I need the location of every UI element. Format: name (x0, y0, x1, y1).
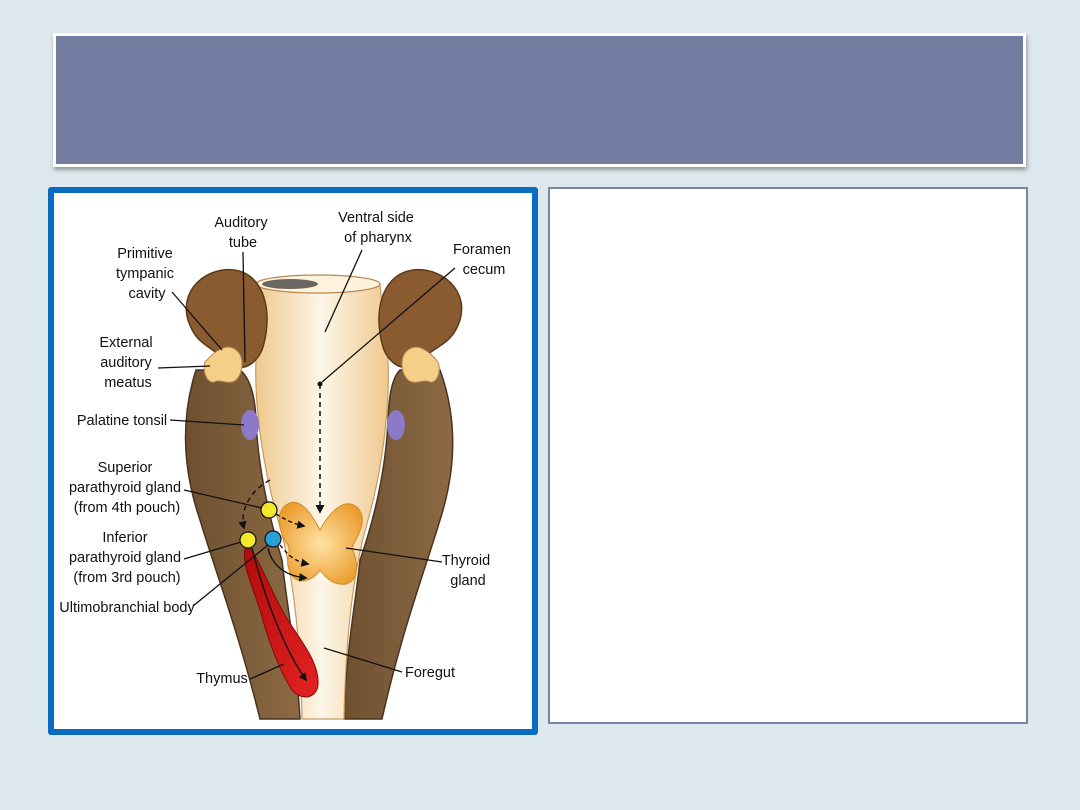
label-thymus: Thymus (196, 671, 248, 687)
leader-tympanic-cavity (171, 291, 223, 351)
label-foregut: Foregut (405, 665, 455, 681)
left-external-auditory-meatus (203, 346, 243, 383)
label-line: parathyroid gland (69, 550, 181, 566)
leader-ultimobranchial (192, 544, 269, 607)
label-line: Ventral side (338, 210, 414, 226)
pharyngeal-pouch-diagram: Auditory tube Ventral side of pharynx Fo… (59, 210, 515, 720)
figure-frame: Auditory tube Ventral side of pharynx Fo… (48, 187, 538, 735)
label-line: Foregut (405, 665, 455, 681)
label-line: Superior (98, 460, 153, 476)
label-line: (from 3rd pouch) (73, 570, 180, 586)
inferior-to-thyroid-path-2 (267, 547, 308, 582)
content-text-panel (548, 187, 1028, 724)
thymus (243, 544, 319, 698)
leader-superior-parathyroid (183, 489, 263, 509)
label-ventral-side-of-pharynx: Ventral side of pharynx (338, 210, 418, 246)
label-line: cecum (463, 262, 506, 278)
label-line: Auditory (214, 215, 268, 231)
label-line: Inferior (102, 530, 147, 546)
label-primitive-tympanic-cavity: Primitive tympanic cavity (116, 246, 178, 302)
thymus-arrow (251, 547, 307, 682)
label-line: External (99, 335, 152, 351)
superior-parathyroid-gland (260, 501, 278, 519)
label-inferior-parathyroid-gland: Inferior parathyroid gland (from 3rd pou… (69, 530, 185, 586)
label-line: of pharynx (344, 230, 412, 246)
leader-inferior-parathyroid (183, 541, 242, 560)
ultimobranchial-body (264, 530, 282, 548)
label-line: auditory (100, 355, 152, 371)
leader-thyroid (345, 547, 443, 563)
inferior-parathyroid-gland (239, 531, 257, 549)
label-line: (from 4th pouch) (74, 500, 180, 516)
foramen-cecum-point (317, 381, 323, 387)
superior-parathyroid-path (238, 479, 271, 530)
label-line: meatus (104, 375, 152, 391)
label-line: Foramen (453, 242, 511, 258)
label-superior-parathyroid-gland: Superior parathyroid gland (from 4th pou… (69, 460, 185, 516)
label-line: Primitive (117, 246, 173, 262)
leader-foramen-cecum (321, 267, 456, 383)
label-line: cavity (128, 286, 166, 302)
label-line: Thymus (196, 671, 248, 687)
label-external-auditory-meatus: External auditory meatus (99, 335, 156, 391)
label-line: Palatine tonsil (77, 413, 167, 429)
pharynx-opening-shadow (262, 279, 318, 289)
label-line: Ultimobranchial body (59, 600, 195, 616)
right-primitive-tympanic-cavity (378, 268, 463, 369)
right-palatine-tonsil (387, 410, 405, 440)
inferior-to-thyroid-path-1 (279, 544, 310, 567)
label-palatine-tonsil: Palatine tonsil (77, 413, 167, 429)
left-primitive-tympanic-cavity (185, 268, 268, 369)
label-line: tube (229, 235, 257, 251)
leader-auditory-tube (242, 251, 246, 363)
label-foramen-cecum: Foramen cecum (453, 242, 515, 278)
label-line: gland (450, 573, 485, 589)
leader-palatine-tonsil (169, 419, 245, 426)
leader-thymus (249, 663, 285, 680)
label-line: Thyroid (442, 553, 490, 569)
leader-external-meatus (157, 365, 211, 369)
label-thyroid-gland: Thyroid gland (442, 553, 494, 589)
right-external-auditory-meatus (401, 346, 440, 383)
slide-title-bar (53, 33, 1026, 167)
left-palatine-tonsil (241, 410, 259, 440)
label-line: tympanic (116, 266, 174, 282)
label-auditory-tube: Auditory tube (214, 215, 271, 251)
label-ultimobranchial-body: Ultimobranchial body (59, 600, 195, 616)
leader-ventral-side (324, 249, 363, 333)
label-line: parathyroid gland (69, 480, 181, 496)
leader-foregut (323, 647, 403, 673)
superior-to-thyroid-path (275, 513, 306, 529)
